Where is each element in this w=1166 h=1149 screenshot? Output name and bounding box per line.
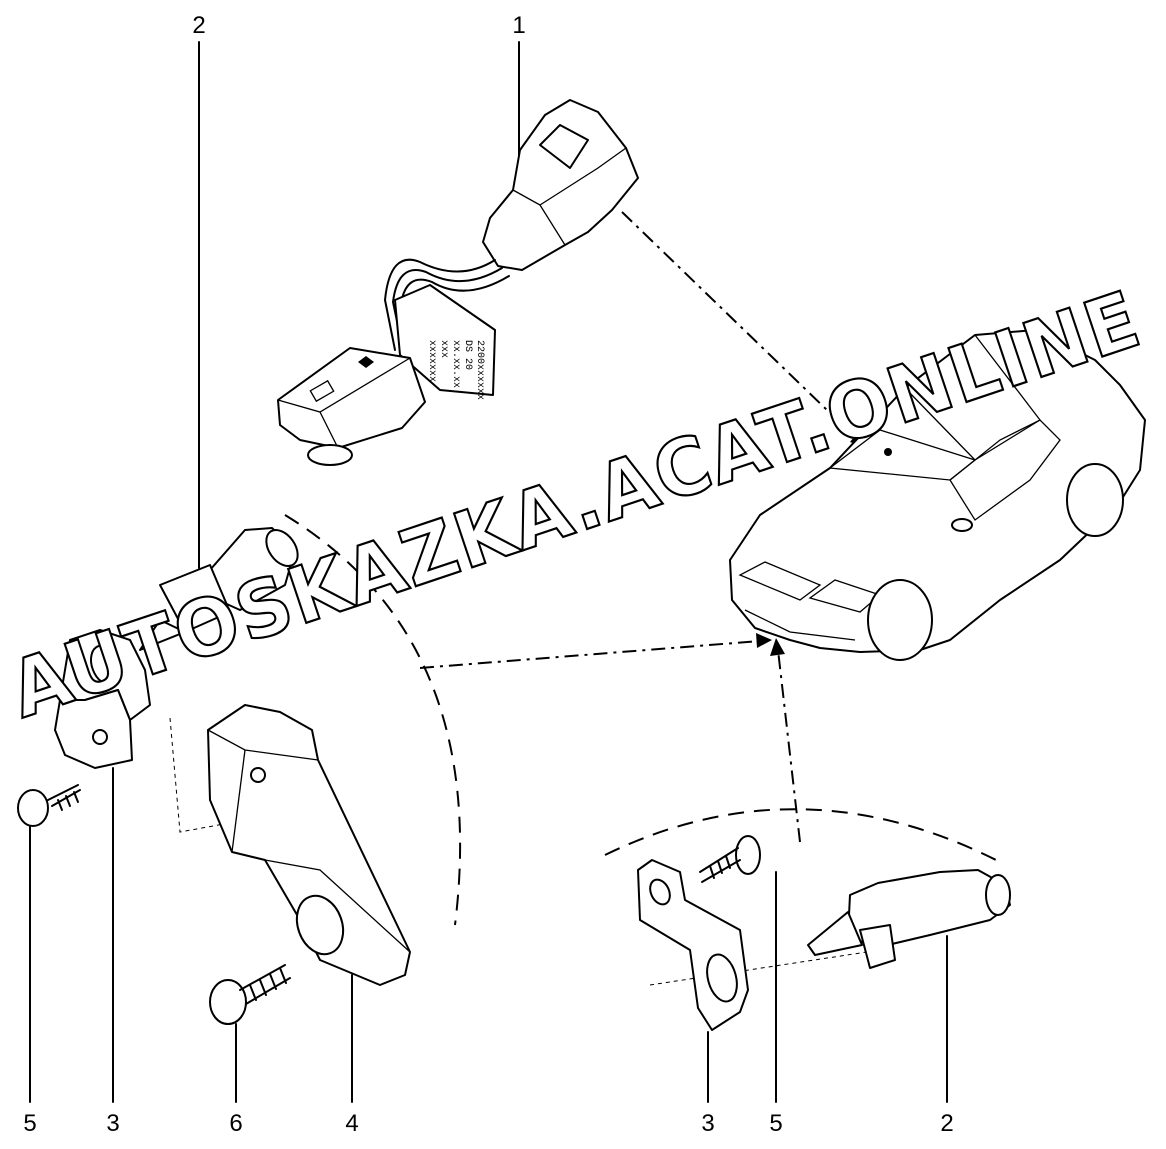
callout-2-bottom: 2	[940, 1110, 953, 1137]
left-group-arc	[284, 514, 462, 926]
sensor-top-clip	[159, 564, 231, 633]
car-front-wheel	[867, 579, 933, 661]
label-line-1: 2200xxxxxx	[474, 340, 485, 400]
label-line-4: xxx	[438, 340, 449, 358]
callout-4: 4	[345, 1110, 358, 1137]
callout-6: 6	[229, 1110, 242, 1137]
screw-right-thread	[699, 847, 741, 883]
bracket-left-foot	[54, 689, 133, 769]
callout-3-left: 3	[106, 1110, 119, 1137]
harness-wires	[384, 258, 496, 351]
connector-harness: 2200xxxxxx DS 20 xx.xx.xx xxx xxxxxxx	[277, 99, 639, 466]
sensor-bottom-clip	[859, 924, 896, 969]
brand-logo-icon	[358, 356, 374, 368]
car-side-windows	[949, 419, 1061, 521]
connector-body	[482, 99, 639, 271]
callout-1: 1	[512, 12, 525, 39]
label-line-2: DS 20	[462, 340, 473, 370]
sensor-top-tip	[139, 619, 186, 651]
screw-left-head	[17, 789, 49, 827]
sensor-module	[277, 347, 426, 449]
bolt	[209, 964, 291, 1025]
screw-right-head	[735, 835, 761, 875]
screw-left	[17, 784, 81, 827]
callout-5-right: 5	[769, 1110, 782, 1137]
car-illustration	[729, 329, 1146, 661]
module-lens	[307, 444, 353, 466]
arrow-line-right-group-to-car	[777, 649, 801, 843]
callout-2-top: 2	[192, 12, 205, 39]
bracket-right	[637, 859, 749, 1031]
arrow-line-connector-to-car	[621, 211, 859, 441]
left-axis-line	[169, 717, 236, 833]
bolt-head	[209, 979, 247, 1025]
arrow-head-left-group	[756, 633, 772, 648]
cover-hole	[295, 894, 345, 956]
sensor-bottom	[807, 869, 1011, 969]
label-line-3: xx.xx.xx	[450, 340, 461, 388]
screw-right	[699, 835, 761, 883]
arrow-head-right-group	[770, 638, 785, 656]
callout-labels: 1 2 2 3 3 4 5 5 6	[23, 12, 953, 1137]
car-rear-wheel	[1066, 463, 1124, 537]
connector-latch	[539, 124, 589, 169]
label-line-5: xxxxxxx	[426, 340, 437, 382]
car-bumper	[744, 609, 856, 641]
cable-label-text: 2200xxxxxx DS 20 xx.xx.xx xxx xxxxxxx	[426, 340, 485, 400]
screw-left-thread	[47, 784, 81, 811]
right-group-arc	[604, 808, 1001, 863]
assembly-guides	[169, 211, 1001, 986]
car-grille	[738, 561, 822, 601]
bracket-left	[54, 629, 151, 769]
cover	[207, 704, 411, 986]
target-point-marker	[884, 448, 892, 456]
cable-label-tag	[394, 284, 496, 396]
arrow-line-left-group-to-car	[419, 640, 761, 669]
callout-5-left: 5	[23, 1110, 36, 1137]
bolt-thread	[239, 964, 291, 1005]
right-axis-line	[649, 949, 881, 986]
sensor-bottom-tip	[807, 911, 863, 956]
car-mirror	[951, 518, 973, 532]
sensor-top	[139, 527, 299, 651]
car-roof-line	[904, 334, 1041, 461]
callout-3-right: 3	[701, 1110, 714, 1137]
bracket-right-hole	[706, 953, 738, 1003]
leader-lines	[29, 41, 948, 1103]
